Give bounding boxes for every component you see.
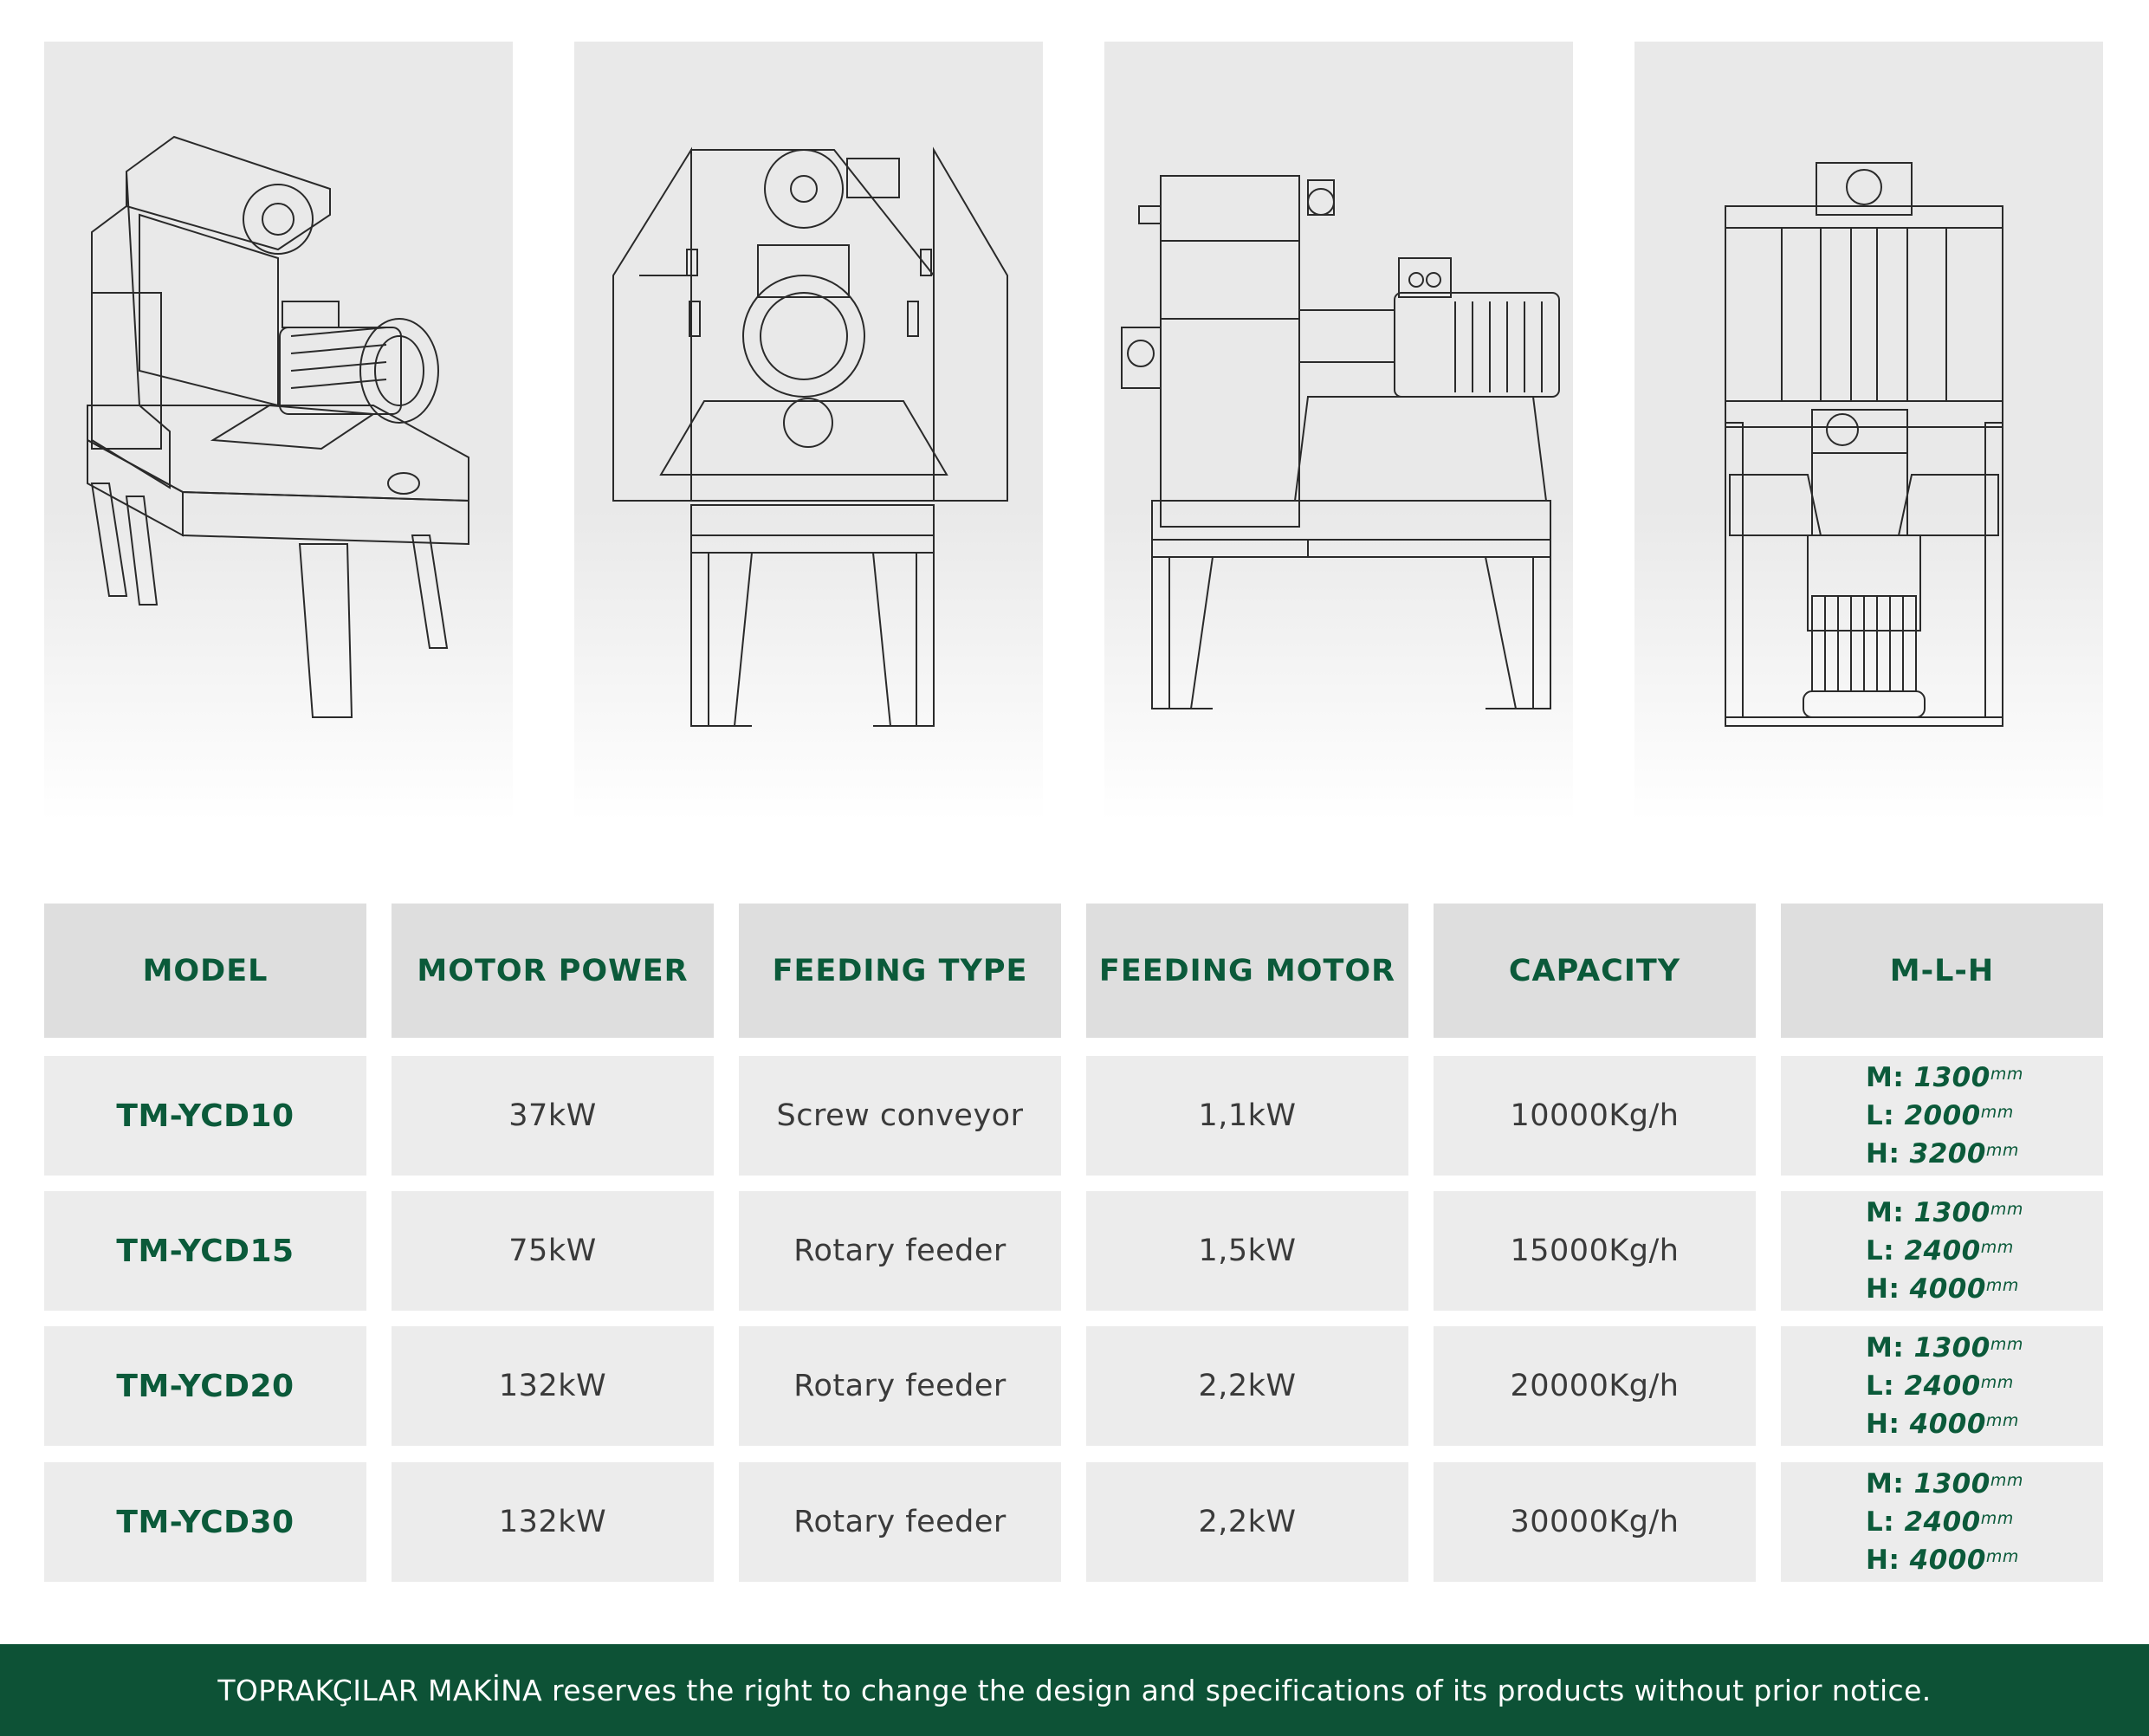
dimension-value: 1300: [1913, 1197, 1990, 1228]
footer-disclaimer: TOPRAKÇILAR MAKİNA reserves the right to…: [0, 1644, 2149, 1736]
dimension-key: H:: [1866, 1138, 1910, 1169]
cell-motor-power: 132kW: [392, 1462, 714, 1582]
dimension-value: 4000: [1909, 1273, 1986, 1305]
header-capacity: CAPACITY: [1434, 904, 1756, 1038]
dimension-key: L:: [1866, 1506, 1905, 1538]
dimension-key: M:: [1866, 1468, 1914, 1500]
cell-motor-power: 37kW: [392, 1056, 714, 1176]
dimension-key: H:: [1866, 1545, 1910, 1576]
cell-model: TM-YCD10: [44, 1056, 366, 1176]
dimension-key: L:: [1866, 1100, 1905, 1131]
dimension-value: 2400: [1904, 1370, 1981, 1402]
dimension-value: 2400: [1904, 1235, 1981, 1266]
cell-motor-power: 75kW: [392, 1191, 714, 1311]
dimension-value: 2400: [1904, 1506, 1981, 1538]
dimension-line: H: 3200mm: [1866, 1135, 2019, 1173]
header-feeding-type: FEEDING TYPE: [739, 904, 1061, 1038]
cell-model: TM-YCD20: [44, 1326, 366, 1446]
dimension-value: 1300: [1913, 1062, 1990, 1093]
dimension-value: 3200: [1909, 1138, 1986, 1169]
dimension-key: M:: [1866, 1062, 1914, 1093]
header-motor-power: MOTOR POWER: [392, 904, 714, 1038]
dimension-value: 4000: [1909, 1545, 1986, 1576]
machine-view-side: [1104, 42, 1573, 821]
cell-feeding-type: Rotary feeder: [739, 1326, 1061, 1446]
dimension-unit: mm: [1985, 1276, 2019, 1295]
dimension-line: H: 4000mm: [1866, 1270, 2019, 1308]
dimension-key: M:: [1866, 1332, 1914, 1364]
dimension-line: L: 2400mm: [1866, 1232, 2014, 1270]
dimension-unit: mm: [1990, 1200, 2023, 1219]
dimension-unit: mm: [1980, 1373, 2014, 1392]
footer-text: TOPRAKÇILAR MAKİNA reserves the right to…: [217, 1673, 1932, 1707]
dimension-key: M:: [1866, 1197, 1914, 1228]
cell-feeding-motor: 2,2kW: [1086, 1326, 1408, 1446]
dimension-unit: mm: [1990, 1065, 2023, 1084]
dimension-key: H:: [1866, 1409, 1910, 1440]
dimension-line: M: 1300mm: [1866, 1465, 2023, 1503]
dimension-unit: mm: [1985, 1547, 2019, 1566]
dimension-key: L:: [1866, 1370, 1905, 1402]
dimension-line: M: 1300mm: [1866, 1329, 2023, 1367]
dimension-key: L:: [1866, 1235, 1905, 1266]
cell-feeding-motor: 1,1kW: [1086, 1056, 1408, 1176]
cell-feeding-motor: 2,2kW: [1086, 1462, 1408, 1582]
header-feeding-motor: FEEDING MOTOR: [1086, 904, 1408, 1038]
dimension-line: M: 1300mm: [1866, 1194, 2023, 1232]
cell-capacity: 10000Kg/h: [1434, 1056, 1756, 1176]
cell-capacity: 20000Kg/h: [1434, 1326, 1756, 1446]
dimension-unit: mm: [1990, 1335, 2023, 1354]
dimension-line: M: 1300mm: [1866, 1059, 2023, 1097]
dimension-line: H: 4000mm: [1866, 1405, 2019, 1443]
dimension-unit: mm: [1980, 1238, 2014, 1257]
cell-feeding-type: Screw conveyor: [739, 1056, 1061, 1176]
dimension-value: 4000: [1909, 1409, 1986, 1440]
dimension-line: L: 2000mm: [1866, 1097, 2014, 1135]
dimension-unit: mm: [1985, 1411, 2019, 1430]
dimension-unit: mm: [1990, 1471, 2023, 1490]
machine-view-isometric: [44, 42, 513, 821]
dimension-line: H: 4000mm: [1866, 1541, 2019, 1579]
header-model: MODEL: [44, 904, 366, 1038]
cell-feeding-type: Rotary feeder: [739, 1462, 1061, 1582]
dimension-value: 1300: [1913, 1332, 1990, 1364]
dimension-value: 2000: [1904, 1100, 1981, 1131]
cell-model: TM-YCD15: [44, 1191, 366, 1311]
cell-capacity: 30000Kg/h: [1434, 1462, 1756, 1582]
cell-capacity: 15000Kg/h: [1434, 1191, 1756, 1311]
header-dimensions: M-L-H: [1781, 904, 2103, 1038]
cell-feeding-motor: 1,5kW: [1086, 1191, 1408, 1311]
machine-view-front: [574, 42, 1043, 821]
dimension-line: L: 2400mm: [1866, 1367, 2014, 1405]
cell-motor-power: 132kW: [392, 1326, 714, 1446]
cell-feeding-type: Rotary feeder: [739, 1191, 1061, 1311]
dimension-unit: mm: [1980, 1509, 2014, 1528]
dimension-unit: mm: [1985, 1141, 2019, 1160]
machine-view-top: [1634, 42, 2103, 821]
dimension-key: H:: [1866, 1273, 1910, 1305]
cell-model: TM-YCD30: [44, 1462, 366, 1582]
dimension-line: L: 2400mm: [1866, 1503, 2014, 1541]
dimension-unit: mm: [1980, 1103, 2014, 1122]
dimension-value: 1300: [1913, 1468, 1990, 1500]
